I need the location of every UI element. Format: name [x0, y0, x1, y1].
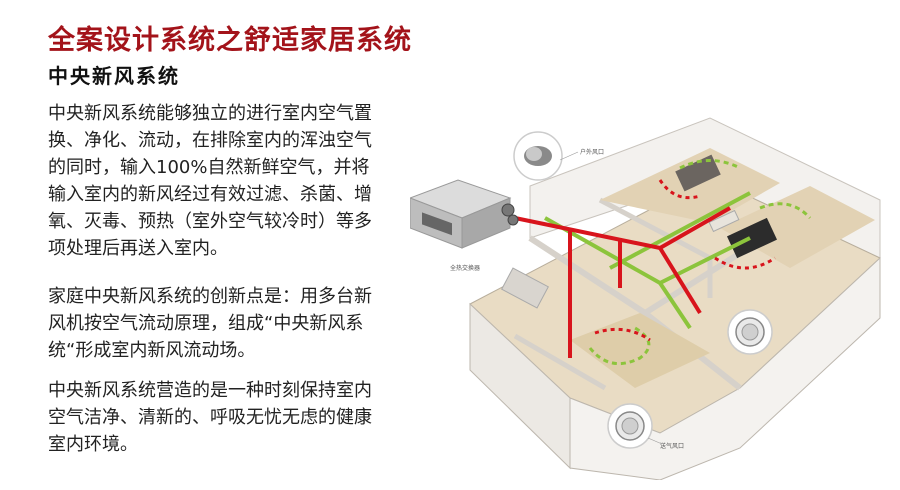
house-front-wall-right: [569, 256, 881, 480]
text-line: 换、净化、流动，在排除室内的浑浊空气: [48, 130, 372, 151]
supply-vent-label: 送气风口: [660, 442, 684, 450]
text-line: 的同时，输入100%自然新鲜空气，并将: [48, 157, 370, 178]
text-line: 家庭中央新风系统的创新点是：用多台新: [48, 286, 372, 307]
partition-wall: [513, 333, 607, 391]
exhaust-airflow-arrows: [658, 179, 701, 200]
text-line: 统“形成室内新风流动场。: [48, 340, 256, 361]
text-line: 空气洁净、清新的、呼吸无忧无虑的健康: [48, 407, 372, 428]
sofa: [708, 209, 740, 233]
supply-vent-icon: [607, 403, 653, 449]
fresh-air-duct: [658, 281, 692, 330]
outdoor-vent-label: 户外风口: [580, 148, 604, 156]
text-line: 中央新风系统营造的是一种时刻保持室内: [48, 380, 372, 401]
text-line: 风机按空气流动原理，组成“中央新风系: [48, 313, 364, 334]
text-line: 中央新风系统能够独立的进行室内空气置: [48, 103, 372, 124]
fresh-air-duct: [609, 191, 751, 270]
heat-exchanger-unit: [410, 179, 519, 249]
paragraph-environment: 中央新风系统营造的是一种时刻保持室内 空气洁净、清新的、呼吸无忧无虑的健康 室内…: [48, 377, 428, 458]
exchanger-label: 全热交换器: [450, 264, 480, 272]
outdoor-vent-icon: [513, 131, 563, 181]
page-title: 全案设计系统之舒适家居系统: [48, 25, 412, 56]
fresh-airflow-arrows: [588, 326, 651, 366]
text-line: 输入室内的新风经过有效过滤、杀菌、增: [48, 184, 372, 205]
exhaust-air-duct: [658, 246, 702, 315]
bed: [726, 217, 778, 259]
page-subtitle: 中央新风系统: [48, 64, 180, 88]
cabinet: [501, 267, 549, 309]
exhaust-airflow-arrows: [714, 256, 776, 270]
fresh-airflow-arrows: [679, 159, 741, 170]
paragraph-innovation: 家庭中央新风系统的创新点是：用多台新 风机按空气流动原理，组成“中央新风系 统“…: [48, 283, 428, 364]
fresh-airflow-arrows: [759, 202, 812, 220]
text-line: 项处理后再送入室内。: [48, 238, 228, 259]
text-line: 氧、灭毒、预热（室外空气较冷时）等多: [48, 211, 372, 232]
text-line: 室内环境。: [48, 434, 138, 455]
house-ventilation-illustration: 全热交换器 户外风口 送气风口: [410, 117, 881, 480]
bed: [675, 154, 721, 192]
paragraph-intro: 中央新风系统能够独立的进行室内空气置 换、净化、流动，在排除室内的浑浊空气 的同…: [48, 100, 428, 262]
ceiling-vent-icon: [727, 309, 773, 355]
